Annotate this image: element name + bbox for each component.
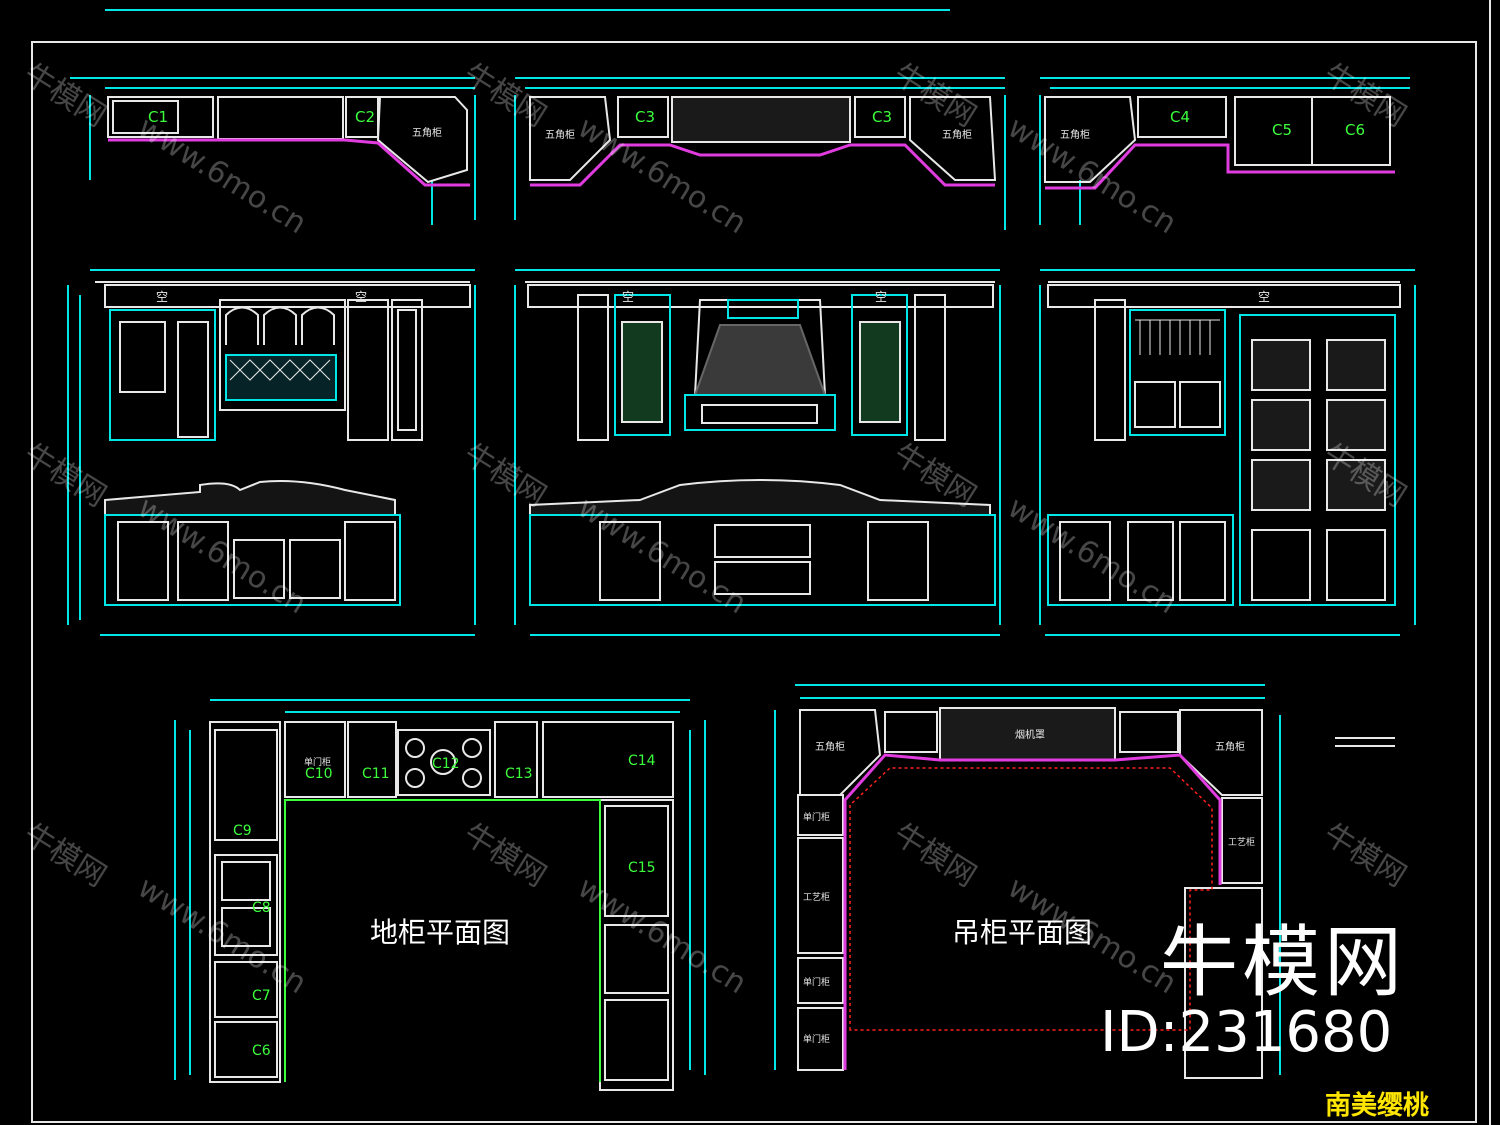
elevation-hood-wall: 空 空 <box>514 269 1001 636</box>
label-pentagon-4: 五角柜 <box>1060 128 1090 141</box>
label-pentagon-1: 五角柜 <box>412 126 442 139</box>
label-single-door-base: 单门柜 <box>304 756 331 768</box>
label-c2: C2 <box>355 108 375 126</box>
elevation-sink-wall: 空 空 <box>67 269 476 636</box>
drawing-frame <box>31 0 1491 1125</box>
label-c4: C4 <box>1170 108 1190 126</box>
label-c15: C15 <box>628 860 656 876</box>
label-empty-3: 空 <box>622 290 634 304</box>
wall-cabinet-plan-3: 五角柜 C4 C5 C6 <box>1039 77 1410 225</box>
label-c5: C5 <box>1272 121 1292 139</box>
label-pentagon-3: 五角柜 <box>942 128 972 141</box>
label-c14: C14 <box>628 753 656 769</box>
base-cabinet-plan: 单门柜 C10 C11 C12 C13 C14 C15 C9 C8 C7 C6 … <box>174 699 706 1091</box>
label-empty-2: 空 <box>355 290 367 304</box>
label-c1: C1 <box>148 108 168 126</box>
label-single-door-3: 单门柜 <box>803 1033 830 1045</box>
wall-cabinet-plan-layout: 五角柜 烟机罩 五角柜 单门柜 工艺柜 单门柜 单门柜 工艺柜 吊柜平面图 <box>774 684 1395 1079</box>
wall-plan-title: 吊柜平面图 <box>952 916 1092 949</box>
label-c12: C12 <box>432 756 460 772</box>
label-c9: C9 <box>233 823 252 839</box>
style-name: 南美缨桃 <box>1325 1090 1429 1121</box>
model-id: ID:231680 <box>1100 1000 1393 1065</box>
label-c7: C7 <box>252 988 271 1004</box>
label-pentagon-5: 五角柜 <box>815 740 845 753</box>
label-empty-1: 空 <box>156 290 168 304</box>
label-c3-left: C3 <box>635 108 655 126</box>
label-single-door-2: 单门柜 <box>803 976 830 988</box>
label-craft-2: 工艺柜 <box>1228 836 1255 848</box>
site-logo-text: 牛模网 <box>1160 918 1407 1008</box>
wall-cabinet-plan-1: C1 C2 五角柜 <box>70 77 476 225</box>
label-pentagon-6: 五角柜 <box>1215 740 1245 753</box>
label-empty-5: 空 <box>1258 290 1270 304</box>
elevation-tall-cabinet-wall: 空 <box>1039 269 1416 636</box>
label-c8: C8 <box>252 900 271 916</box>
label-c10: C10 <box>305 766 333 782</box>
label-pentagon-2: 五角柜 <box>545 128 575 141</box>
label-single-door-1: 单门柜 <box>803 811 830 823</box>
base-plan-title: 地柜平面图 <box>370 916 510 949</box>
label-c11: C11 <box>362 766 390 782</box>
label-c6: C6 <box>1345 121 1365 139</box>
label-c13: C13 <box>505 766 533 782</box>
wall-cabinet-plan-2: 五角柜 C3 C3 五角柜 <box>514 77 1006 230</box>
label-hood: 烟机罩 <box>1015 728 1045 741</box>
label-c6-base: C6 <box>252 1043 271 1059</box>
label-empty-4: 空 <box>875 290 887 304</box>
label-c3-right: C3 <box>872 108 892 126</box>
label-craft-1: 工艺柜 <box>803 891 830 903</box>
